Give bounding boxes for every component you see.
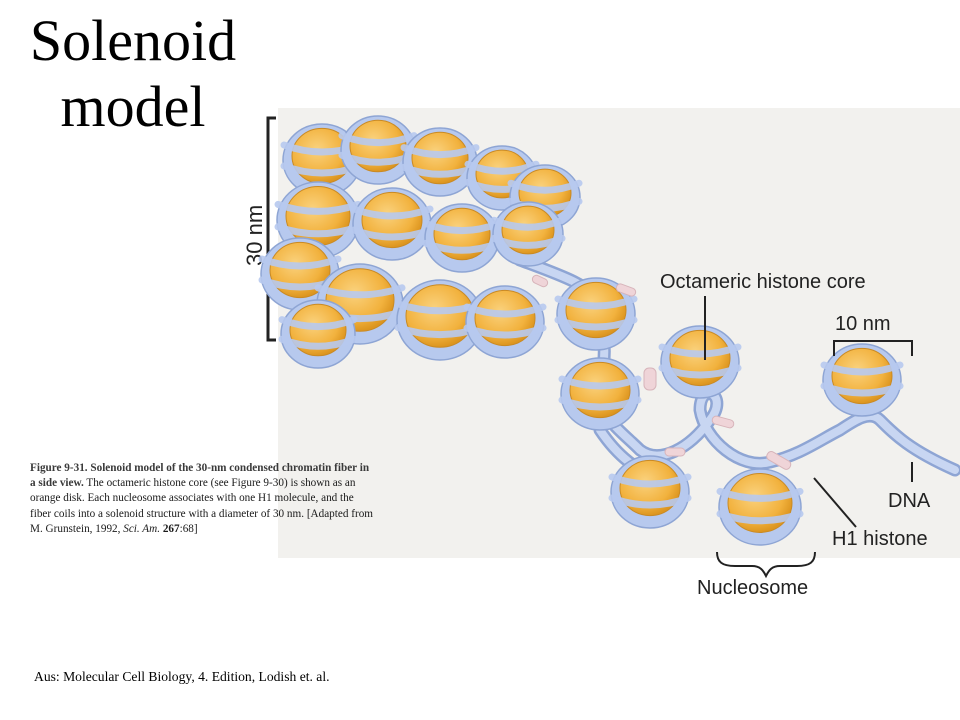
h1-molecule xyxy=(664,447,686,457)
nucleosome xyxy=(258,237,342,311)
nucleosome-diameter-bracket xyxy=(833,340,913,356)
nucleosome xyxy=(400,127,480,197)
nucleosome xyxy=(658,325,742,399)
h1-molecule xyxy=(766,451,792,470)
nucleosome-diameter-label: 10 nm xyxy=(835,313,891,335)
h1-pointer xyxy=(813,477,857,528)
source-citation: Aus: Molecular Cell Biology, 4. Edition,… xyxy=(34,669,330,684)
nucleosome xyxy=(554,277,638,351)
h1-molecule xyxy=(643,367,657,391)
nucleosome xyxy=(558,357,642,431)
h1-molecule xyxy=(615,283,637,297)
title-line-2: model xyxy=(60,74,206,139)
figure-caption: Figure 9-31. Solenoid model of the 30-nm… xyxy=(30,461,376,537)
nucleosome xyxy=(463,285,547,359)
core-label: Octameric histone core xyxy=(660,271,866,293)
dna-label: DNA xyxy=(888,490,931,512)
nucleosome-label: Nucleosome xyxy=(697,577,808,599)
caption-pages: :68] xyxy=(179,522,198,535)
nucleosome-brace xyxy=(716,551,816,579)
nucleosome xyxy=(716,468,804,546)
nucleosome xyxy=(490,201,566,267)
nucleosome xyxy=(820,343,904,417)
h1-molecules xyxy=(531,274,792,470)
nucleosome xyxy=(350,187,434,261)
title-line-1: Solenoid xyxy=(29,8,237,73)
caption-journal: Sci. Am. xyxy=(123,522,161,535)
h1-label: H1 histone xyxy=(832,528,928,550)
nucleosome xyxy=(608,455,692,529)
nucleosome xyxy=(338,115,418,185)
nucleosome xyxy=(278,299,358,369)
fiber-diameter-bracket xyxy=(266,116,276,342)
nucleosome xyxy=(422,203,502,273)
caption-lead: Figure 9-31. Solenoid model of the 30-nm… xyxy=(30,462,370,490)
slide-title: Solenoid model xyxy=(0,8,266,140)
h1-molecule xyxy=(711,415,735,429)
caption-body: The octameric histone core (see Figure 9… xyxy=(30,477,373,535)
nucleosomes xyxy=(258,115,904,546)
h1-molecule xyxy=(531,274,549,288)
caption-volume: 267 xyxy=(162,522,180,535)
